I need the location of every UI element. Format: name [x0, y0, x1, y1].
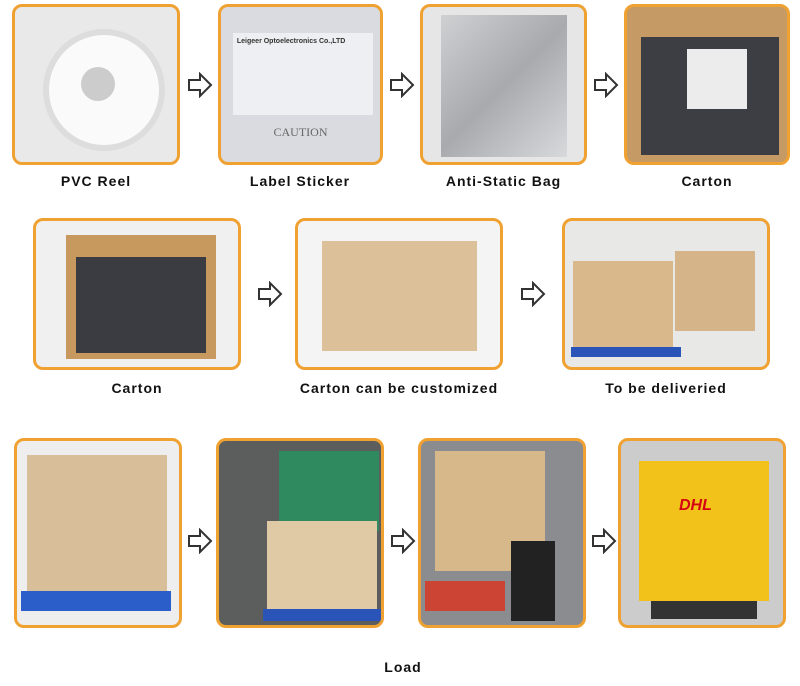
forklift — [511, 541, 555, 621]
arrow-right-icon — [520, 281, 546, 307]
step-label: Carton can be customized — [299, 380, 499, 396]
arrow-right-icon — [390, 528, 416, 554]
sticker-card — [233, 33, 373, 115]
truck-rear — [425, 581, 505, 611]
pallet-stack-photo — [14, 438, 182, 628]
step-label: Anti-Static Bag — [445, 173, 562, 189]
sticker-company: Leigeer Optoelectronics Co.,LTD — [236, 38, 346, 45]
step-label: To be deliveried — [605, 380, 727, 396]
carton-stack — [27, 455, 167, 595]
step-label: Carton — [681, 173, 733, 189]
pallet — [21, 591, 171, 611]
bag — [441, 15, 567, 157]
dhl-logo: DHL — [679, 497, 712, 514]
step-label: Carton — [111, 380, 163, 396]
step-label: PVC Reel — [60, 173, 132, 189]
arrow-right-icon — [389, 72, 415, 98]
reel-hub — [81, 67, 115, 101]
arrow-right-icon — [591, 528, 617, 554]
truck-tarp — [279, 451, 379, 531]
forklift-pallet-photo — [216, 438, 384, 628]
reel-disc — [43, 29, 165, 151]
label-sticker-photo: Leigeer Optoelectronics Co.,LTD CAUTION — [218, 4, 383, 165]
sticker-caution: CAUTION — [273, 125, 328, 140]
step-label: Load — [384, 659, 422, 675]
dhl-truck-photo: DHL — [618, 438, 786, 628]
pallet — [263, 609, 381, 621]
arrow-right-icon — [257, 281, 283, 307]
closed-carton — [322, 241, 477, 351]
pvc-reel-photo — [12, 4, 180, 165]
anti-static-bag-photo — [420, 4, 587, 165]
arrow-right-icon — [187, 72, 213, 98]
arrow-right-icon — [593, 72, 619, 98]
pallet — [571, 347, 681, 357]
step-label: Label Sticker — [249, 173, 351, 189]
carton-insert — [687, 49, 747, 109]
carton-stack — [573, 261, 673, 351]
closed-carton-photo — [295, 218, 503, 370]
truck-body — [639, 461, 769, 601]
carton-stack — [675, 251, 755, 331]
carton-contents — [76, 257, 206, 353]
warehouse-pallets-photo — [562, 218, 770, 370]
arrow-right-icon — [187, 528, 213, 554]
carton-open-photo — [624, 4, 790, 165]
truck-loading-photo — [418, 438, 586, 628]
carton-stack — [267, 521, 377, 611]
truck-bumper — [651, 601, 757, 619]
carton-packed-photo — [33, 218, 241, 370]
